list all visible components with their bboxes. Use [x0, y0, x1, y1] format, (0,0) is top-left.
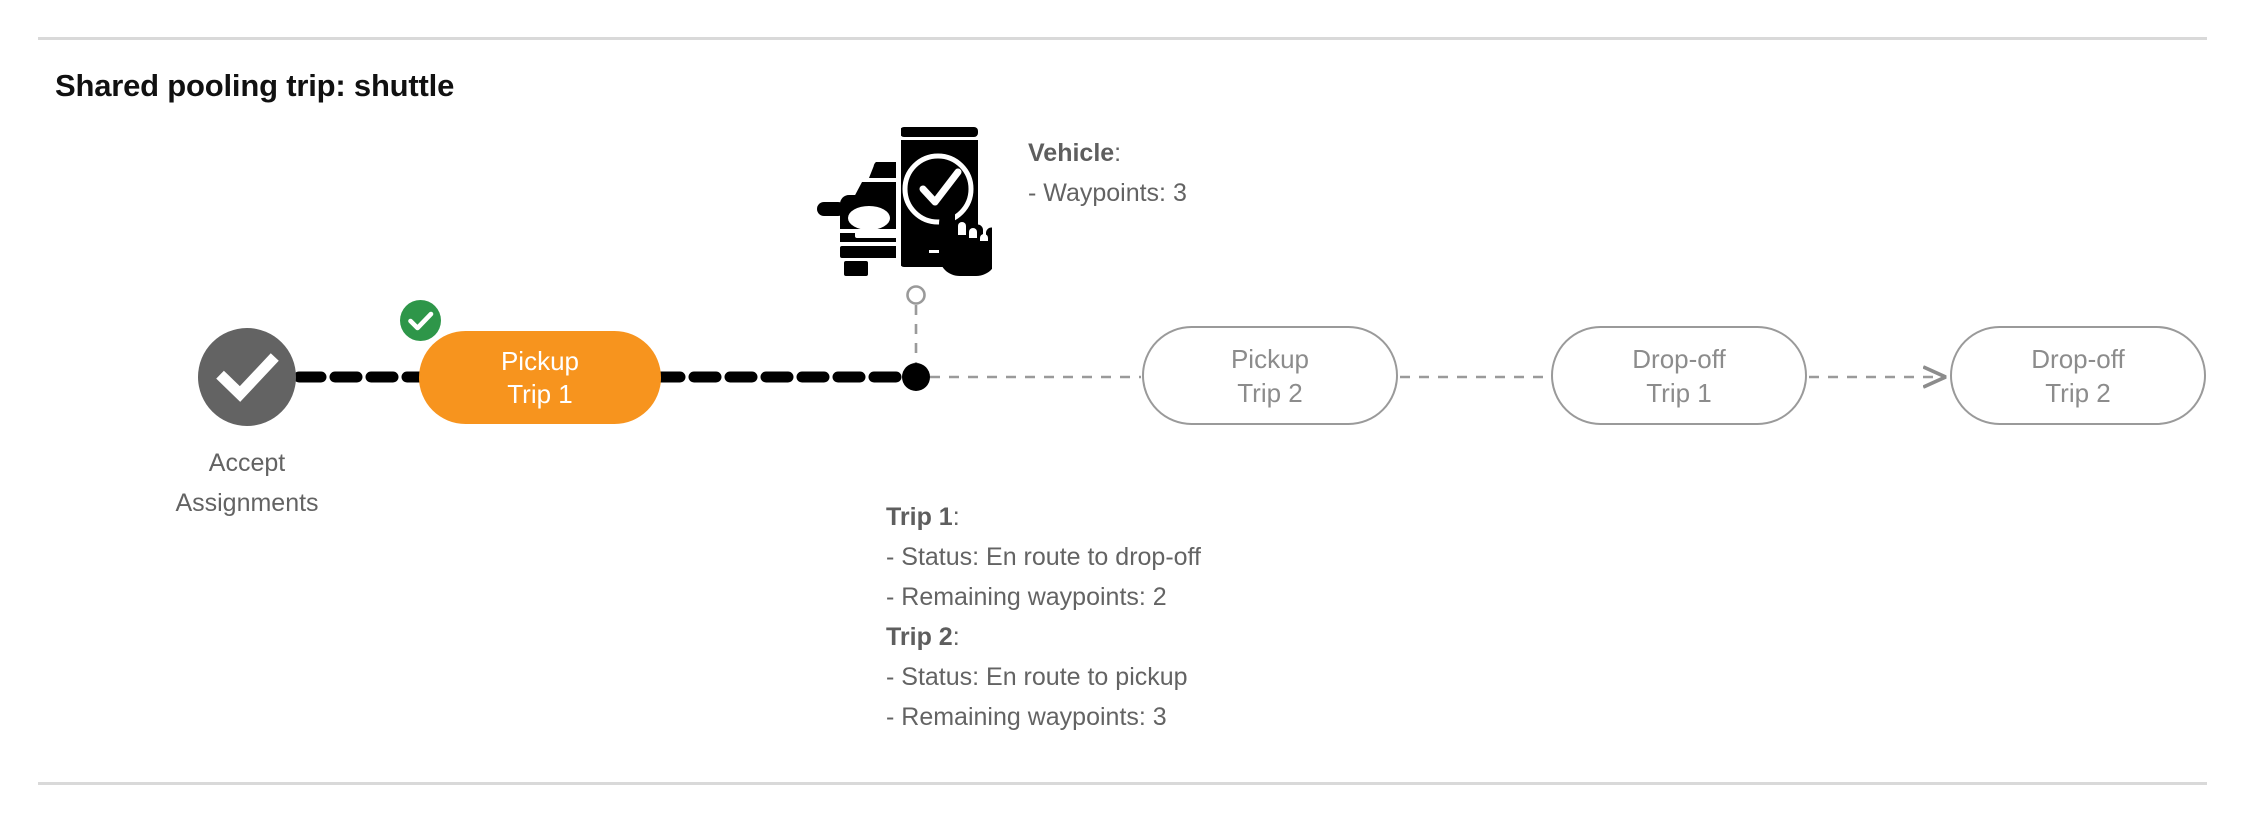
step-dropoff-trip-1-line2: Trip 1 [1646, 377, 1712, 408]
vehicle-phone-check-icon [812, 118, 992, 276]
trip-2-status: - Status: En route to pickup [886, 663, 1188, 691]
vehicle-annotation-heading: Vehicle: [1028, 133, 1187, 173]
step-dropoff-trip-1-line1: Drop-off [1632, 343, 1726, 374]
vehicle-annotation-waypoints: - Waypoints: 3 [1028, 179, 1187, 207]
accept-assignments-label: Accept Assignments [140, 443, 354, 523]
accept-assignments-label-line1: Accept [208, 449, 286, 477]
vehicle-annotation-heading-text: Vehicle [1028, 139, 1115, 167]
vehicle-leader-circle [906, 285, 926, 305]
page-title: Shared pooling trip: shuttle [55, 68, 455, 103]
check-circle-icon [216, 353, 279, 402]
check-badge-icon [400, 300, 441, 341]
step-dropoff-trip-2[interactable]: Drop-off Trip 2 [1950, 326, 2206, 425]
accept-assignments-label-line2: Assignments [175, 489, 319, 517]
vehicle-annotation-heading-colon: : [1114, 139, 1122, 167]
vehicle-annotation: Vehicle: - Waypoints: 3 [1028, 133, 1187, 213]
trip-1-remaining-waypoints: - Remaining waypoints: 2 [886, 583, 1167, 611]
step-pickup-trip-1[interactable]: Pickup Trip 1 [419, 331, 661, 424]
trip-1-heading-text: Trip 1 [886, 503, 953, 531]
divider-top [38, 37, 2207, 40]
current-position-dot [902, 363, 930, 391]
step-dropoff-trip-2-line2: Trip 2 [2045, 377, 2111, 408]
accept-assignments-node[interactable] [198, 328, 296, 426]
trip-2-heading-colon: : [952, 623, 960, 651]
step-dropoff-trip-1[interactable]: Drop-off Trip 1 [1551, 326, 1807, 425]
trips-annotation: Trip 1: - Status: En route to drop-off -… [886, 497, 1201, 737]
divider-bottom [38, 782, 2207, 785]
trip-1-heading: Trip 1: [886, 497, 1201, 537]
trip-1-heading-colon: : [952, 503, 960, 531]
step-pickup-trip-1-line1: Pickup [500, 345, 580, 376]
step-pickup-trip-2-line1: Pickup [1230, 343, 1310, 374]
trip-2-remaining-waypoints: - Remaining waypoints: 3 [886, 703, 1167, 731]
step-pickup-trip-2[interactable]: Pickup Trip 2 [1142, 326, 1398, 425]
trip-2-heading-text: Trip 2 [886, 623, 953, 651]
step-dropoff-trip-2-line1: Drop-off [2031, 343, 2125, 374]
trip-2-heading: Trip 2: [886, 617, 1201, 657]
trip-1-status: - Status: En route to drop-off [886, 543, 1201, 571]
step-pickup-trip-2-line2: Trip 2 [1237, 377, 1303, 408]
step-pickup-trip-1-line2: Trip 1 [507, 378, 573, 409]
